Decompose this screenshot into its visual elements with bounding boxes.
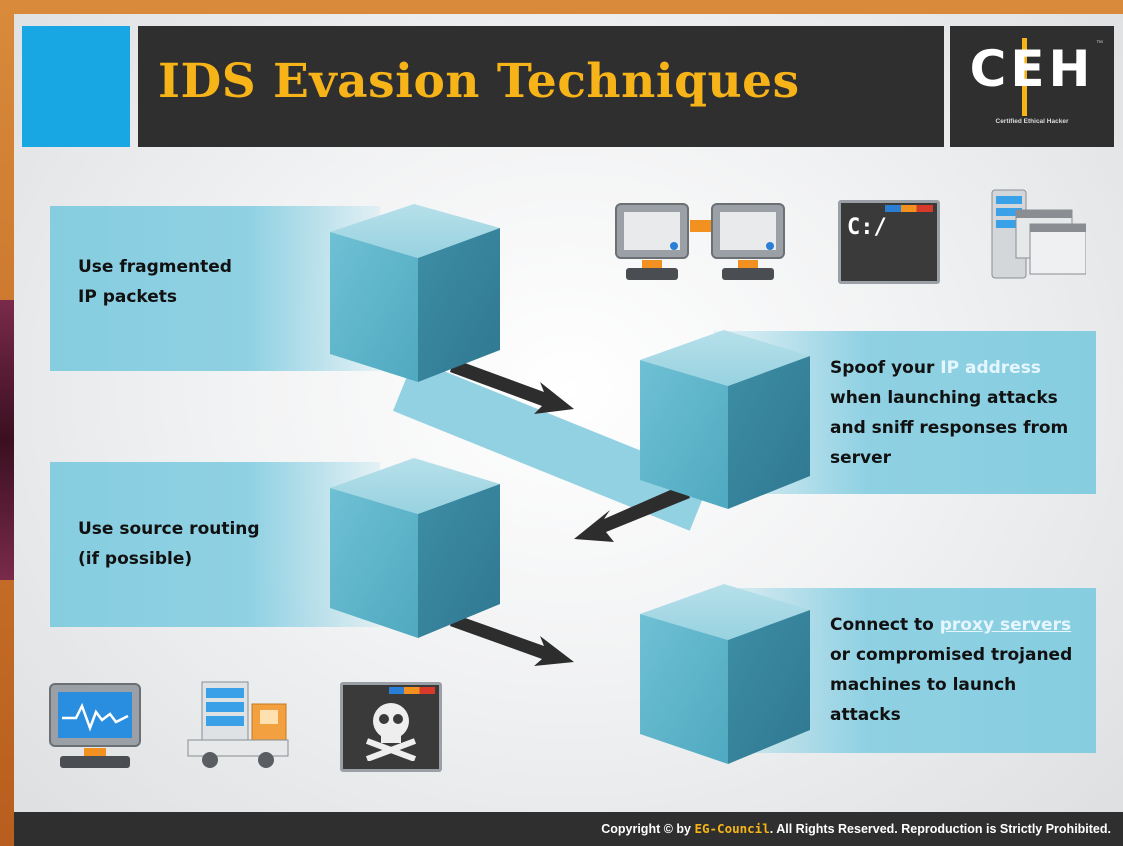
technique-panel-source-routing: Use source routing(if possible): [50, 462, 380, 627]
server-windows-icon: [991, 189, 1086, 279]
arrow-3: [450, 614, 574, 666]
skull-terminal-icon: [340, 682, 442, 772]
cube-1: [330, 204, 500, 382]
accent-square: [22, 26, 130, 147]
network-monitor-icon: [49, 683, 141, 768]
page-title: IDS Evasion Techniques: [158, 54, 800, 109]
networked-computers-icon: [615, 203, 785, 280]
logo-subtitle: Certified Ethical Hacker: [995, 118, 1069, 125]
arrow-1: [450, 359, 574, 414]
window-controls: [389, 687, 435, 694]
cube-4: [640, 584, 810, 764]
logo-trademark: ™: [1096, 40, 1103, 47]
ceh-logo: CEH Certified Ethical Hacker ™: [950, 26, 1114, 147]
skull-icon: [365, 703, 417, 761]
command-prompt-icon: C:/: [838, 200, 940, 284]
arrow-2: [574, 484, 690, 542]
logo-text: CEH: [969, 40, 1095, 98]
slide: IDS Evasion Techniques CEH Certified Eth…: [14, 14, 1123, 846]
cube-diagram: [330, 204, 810, 764]
technique-text: Spoof your IP address when launching att…: [830, 358, 1069, 468]
logo-divider: [1022, 38, 1027, 116]
cube-3: [330, 458, 500, 638]
left-edge-strip: [0, 300, 14, 580]
title-bar: IDS Evasion Techniques: [138, 26, 944, 147]
brand-name: EG-Council: [694, 821, 770, 836]
cmd-text: C:/: [847, 215, 887, 240]
technique-text: Use source routing(if possible): [78, 519, 260, 569]
highlight-proxy-servers: proxy servers: [939, 615, 1072, 635]
technique-text: Connect to proxy servers or compromised …: [830, 615, 1073, 725]
cube-2: [640, 330, 810, 509]
copyright-text: Copyright © by EG-Council. All Rights Re…: [601, 821, 1111, 836]
window-controls: [885, 205, 933, 212]
highlight-ip-address: IP address: [940, 358, 1041, 378]
server-truck-icon: [187, 681, 289, 768]
footer-bar: Copyright © by EG-Council. All Rights Re…: [14, 812, 1123, 846]
